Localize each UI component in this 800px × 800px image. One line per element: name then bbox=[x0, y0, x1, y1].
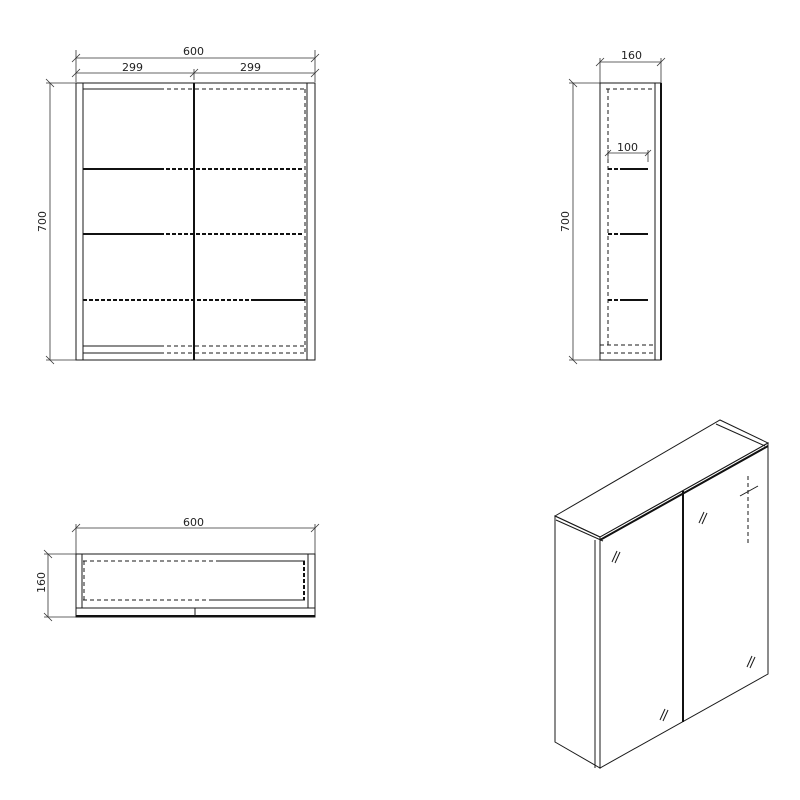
front-width-label: 600 bbox=[183, 45, 204, 58]
side-height-label: 700 bbox=[559, 211, 572, 232]
top-width-label: 600 bbox=[183, 516, 204, 529]
left-door-width-label: 299 bbox=[122, 61, 143, 74]
side-view: 160 700 100 bbox=[559, 49, 666, 365]
front-height-label: 700 bbox=[36, 211, 49, 232]
glass-reflection-marks bbox=[611, 511, 756, 722]
right-door-width-label: 299 bbox=[240, 61, 261, 74]
shelf-depth-label: 100 bbox=[617, 141, 638, 154]
isometric-view bbox=[553, 419, 770, 769]
top-depth-label: 160 bbox=[35, 572, 48, 593]
top-view: 600 160 bbox=[35, 516, 320, 622]
front-view: 600 299 299 700 bbox=[36, 45, 320, 365]
side-depth-label: 160 bbox=[621, 49, 642, 62]
